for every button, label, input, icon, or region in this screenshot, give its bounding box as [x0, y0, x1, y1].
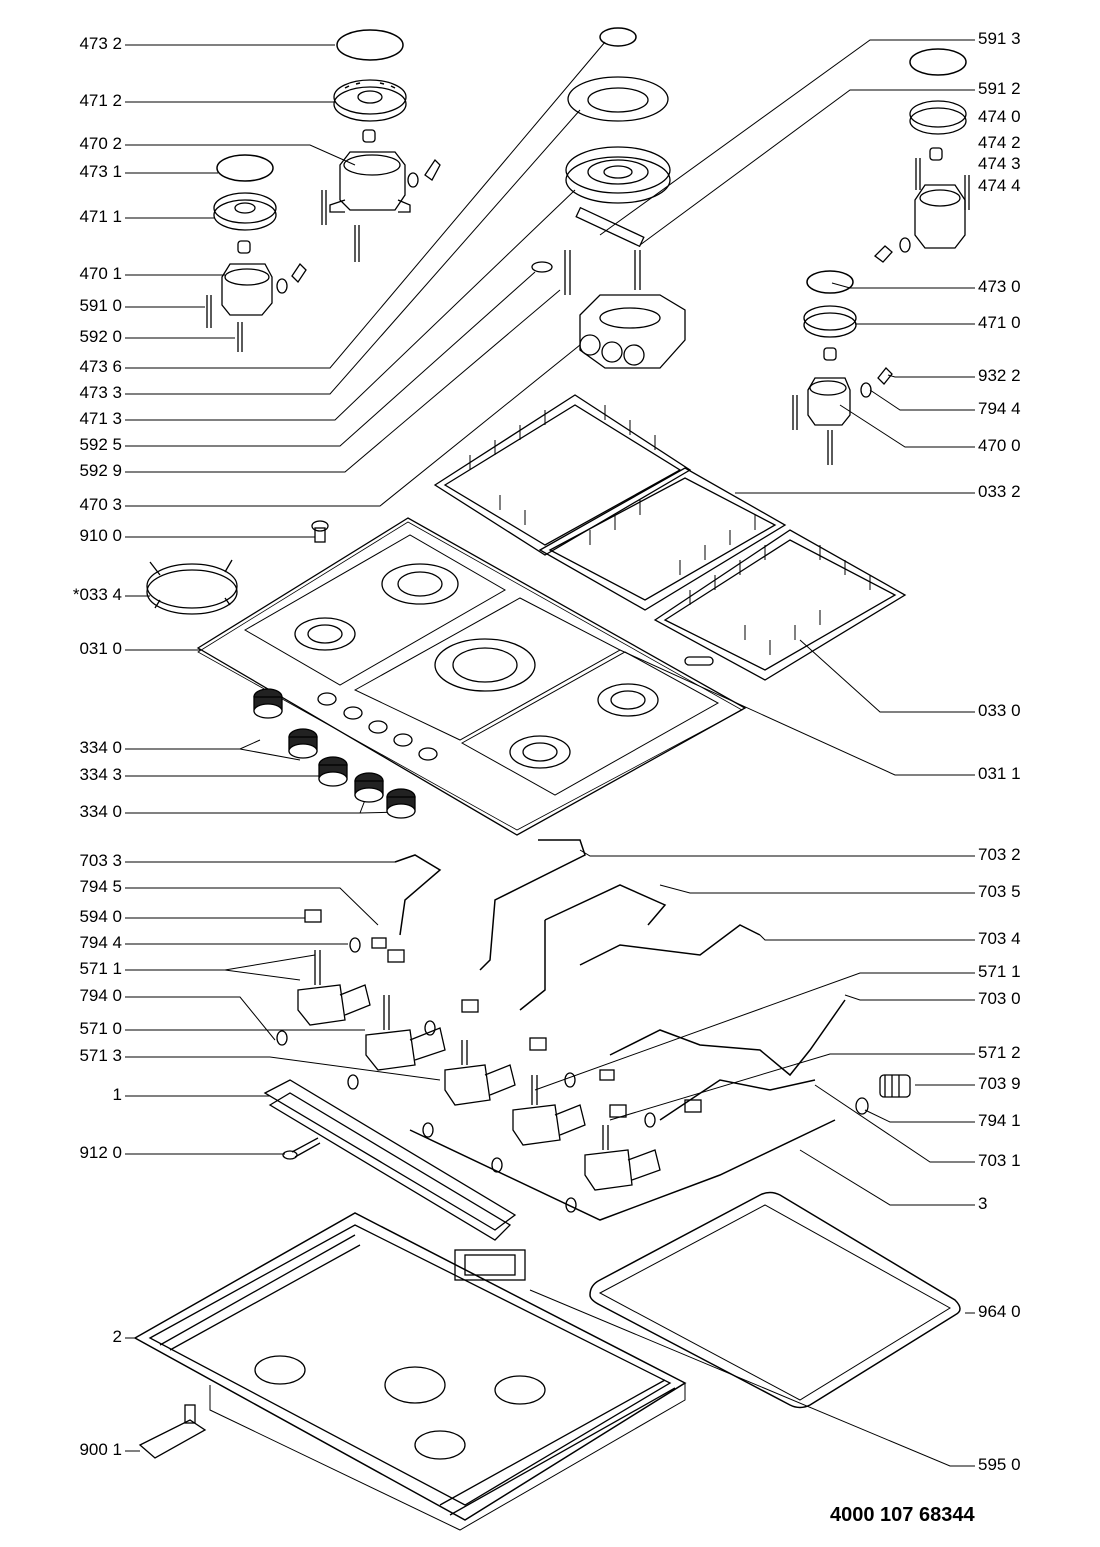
part-label: 334 3: [79, 765, 122, 784]
part-label: 703 1: [978, 1151, 1021, 1170]
part-label: 470 2: [79, 134, 122, 153]
bottom-tray-2: [133, 1212, 687, 1531]
ignition-unit-595-0: [454, 1249, 526, 1281]
burner-group-left-upper: [321, 29, 441, 262]
part-label: 912 0: [79, 1143, 122, 1162]
part-label: 571 2: [978, 1043, 1021, 1062]
burner-group-left-lower: [206, 154, 307, 352]
part-label: 794 4: [79, 933, 122, 952]
part-label: 470 1: [79, 264, 122, 283]
part-label: 334 0: [79, 802, 122, 821]
part-label: 932 2: [978, 366, 1021, 385]
part-label: 571 1: [978, 962, 1021, 981]
part-label: 591 3: [978, 29, 1021, 48]
part-label: 2: [112, 1327, 122, 1346]
seals-and-clips: [276, 909, 869, 1213]
part-label: 470 3: [79, 495, 122, 514]
pan-support-033-2: [433, 394, 787, 611]
part-label: 473 6: [79, 357, 122, 376]
part-label: 703 2: [978, 845, 1021, 864]
part-label: 794 5: [79, 877, 122, 896]
part-label: 591 2: [978, 79, 1021, 98]
part-label: 3: [978, 1194, 988, 1213]
part-label: 334 0: [79, 738, 122, 757]
burner-group-center: [531, 27, 686, 369]
bracket-900-1: [138, 1404, 207, 1459]
part-label: 474 0: [978, 107, 1021, 126]
part-label: 474 2: [978, 133, 1021, 152]
part-label: 571 0: [79, 1019, 122, 1038]
control-knobs-334: [253, 688, 416, 819]
part-label: 910 0: [79, 526, 122, 545]
part-label: 470 0: [978, 436, 1021, 455]
part-label: 594 0: [79, 907, 122, 926]
pan-support-033-0: [653, 529, 907, 681]
part-label: 703 0: [978, 989, 1021, 1008]
hob-top-plate-031-0: [196, 517, 747, 836]
part-label: 471 2: [79, 91, 122, 110]
part-label: 964 0: [978, 1302, 1021, 1321]
part-label: 033 0: [978, 701, 1021, 720]
part-label: 794 0: [79, 986, 122, 1005]
burner-group-right-lower: [792, 270, 893, 465]
part-label: 703 4: [978, 929, 1021, 948]
part-label: 471 3: [79, 409, 122, 428]
part-label: 473 1: [79, 162, 122, 181]
part-label: 703 9: [978, 1074, 1021, 1093]
document-number: 4000 107 68344: [830, 1504, 975, 1526]
front-trim-1: [263, 1079, 517, 1241]
screw-910-0: [311, 520, 329, 543]
part-label: 571 3: [79, 1046, 122, 1065]
part-label: 794 1: [978, 1111, 1021, 1130]
leader-lines-right: [529, 39, 975, 1467]
part-label: 595 0: [978, 1455, 1021, 1474]
part-label: 474 4: [978, 176, 1021, 195]
part-label: 033 2: [978, 482, 1021, 501]
part-label: 591 0: [79, 296, 122, 315]
part-label: 703 3: [79, 851, 122, 870]
part-label: *033 4: [72, 585, 122, 604]
gas-valves-571: [297, 950, 661, 1191]
part-label: 471 1: [79, 207, 122, 226]
part-label: 900 1: [79, 1440, 122, 1459]
part-label: 592 5: [79, 435, 122, 454]
part-label: 473 0: [978, 277, 1021, 296]
part-label: 473 2: [79, 34, 122, 53]
leader-lines-left: [125, 41, 606, 1452]
gasket-964-0: [589, 1191, 961, 1409]
connector-703-9: [879, 1074, 911, 1098]
part-label: 592 0: [79, 327, 122, 346]
screw-912-0: [282, 1137, 321, 1160]
part-label: 592 9: [79, 461, 122, 480]
part-label: 473 3: [79, 383, 122, 402]
part-label: 794 4: [978, 399, 1021, 418]
part-label: 474 3: [978, 154, 1021, 173]
part-label: 571 1: [79, 959, 122, 978]
part-label: 031 1: [978, 764, 1021, 783]
part-label: 471 0: [978, 313, 1021, 332]
gas-pipes: [394, 839, 846, 1221]
wok-ring-033-4: [146, 559, 238, 615]
part-label: 703 5: [978, 882, 1021, 901]
burner-group-right-upper: [874, 48, 970, 263]
part-label: 1: [112, 1085, 122, 1104]
part-label: 031 0: [79, 639, 122, 658]
